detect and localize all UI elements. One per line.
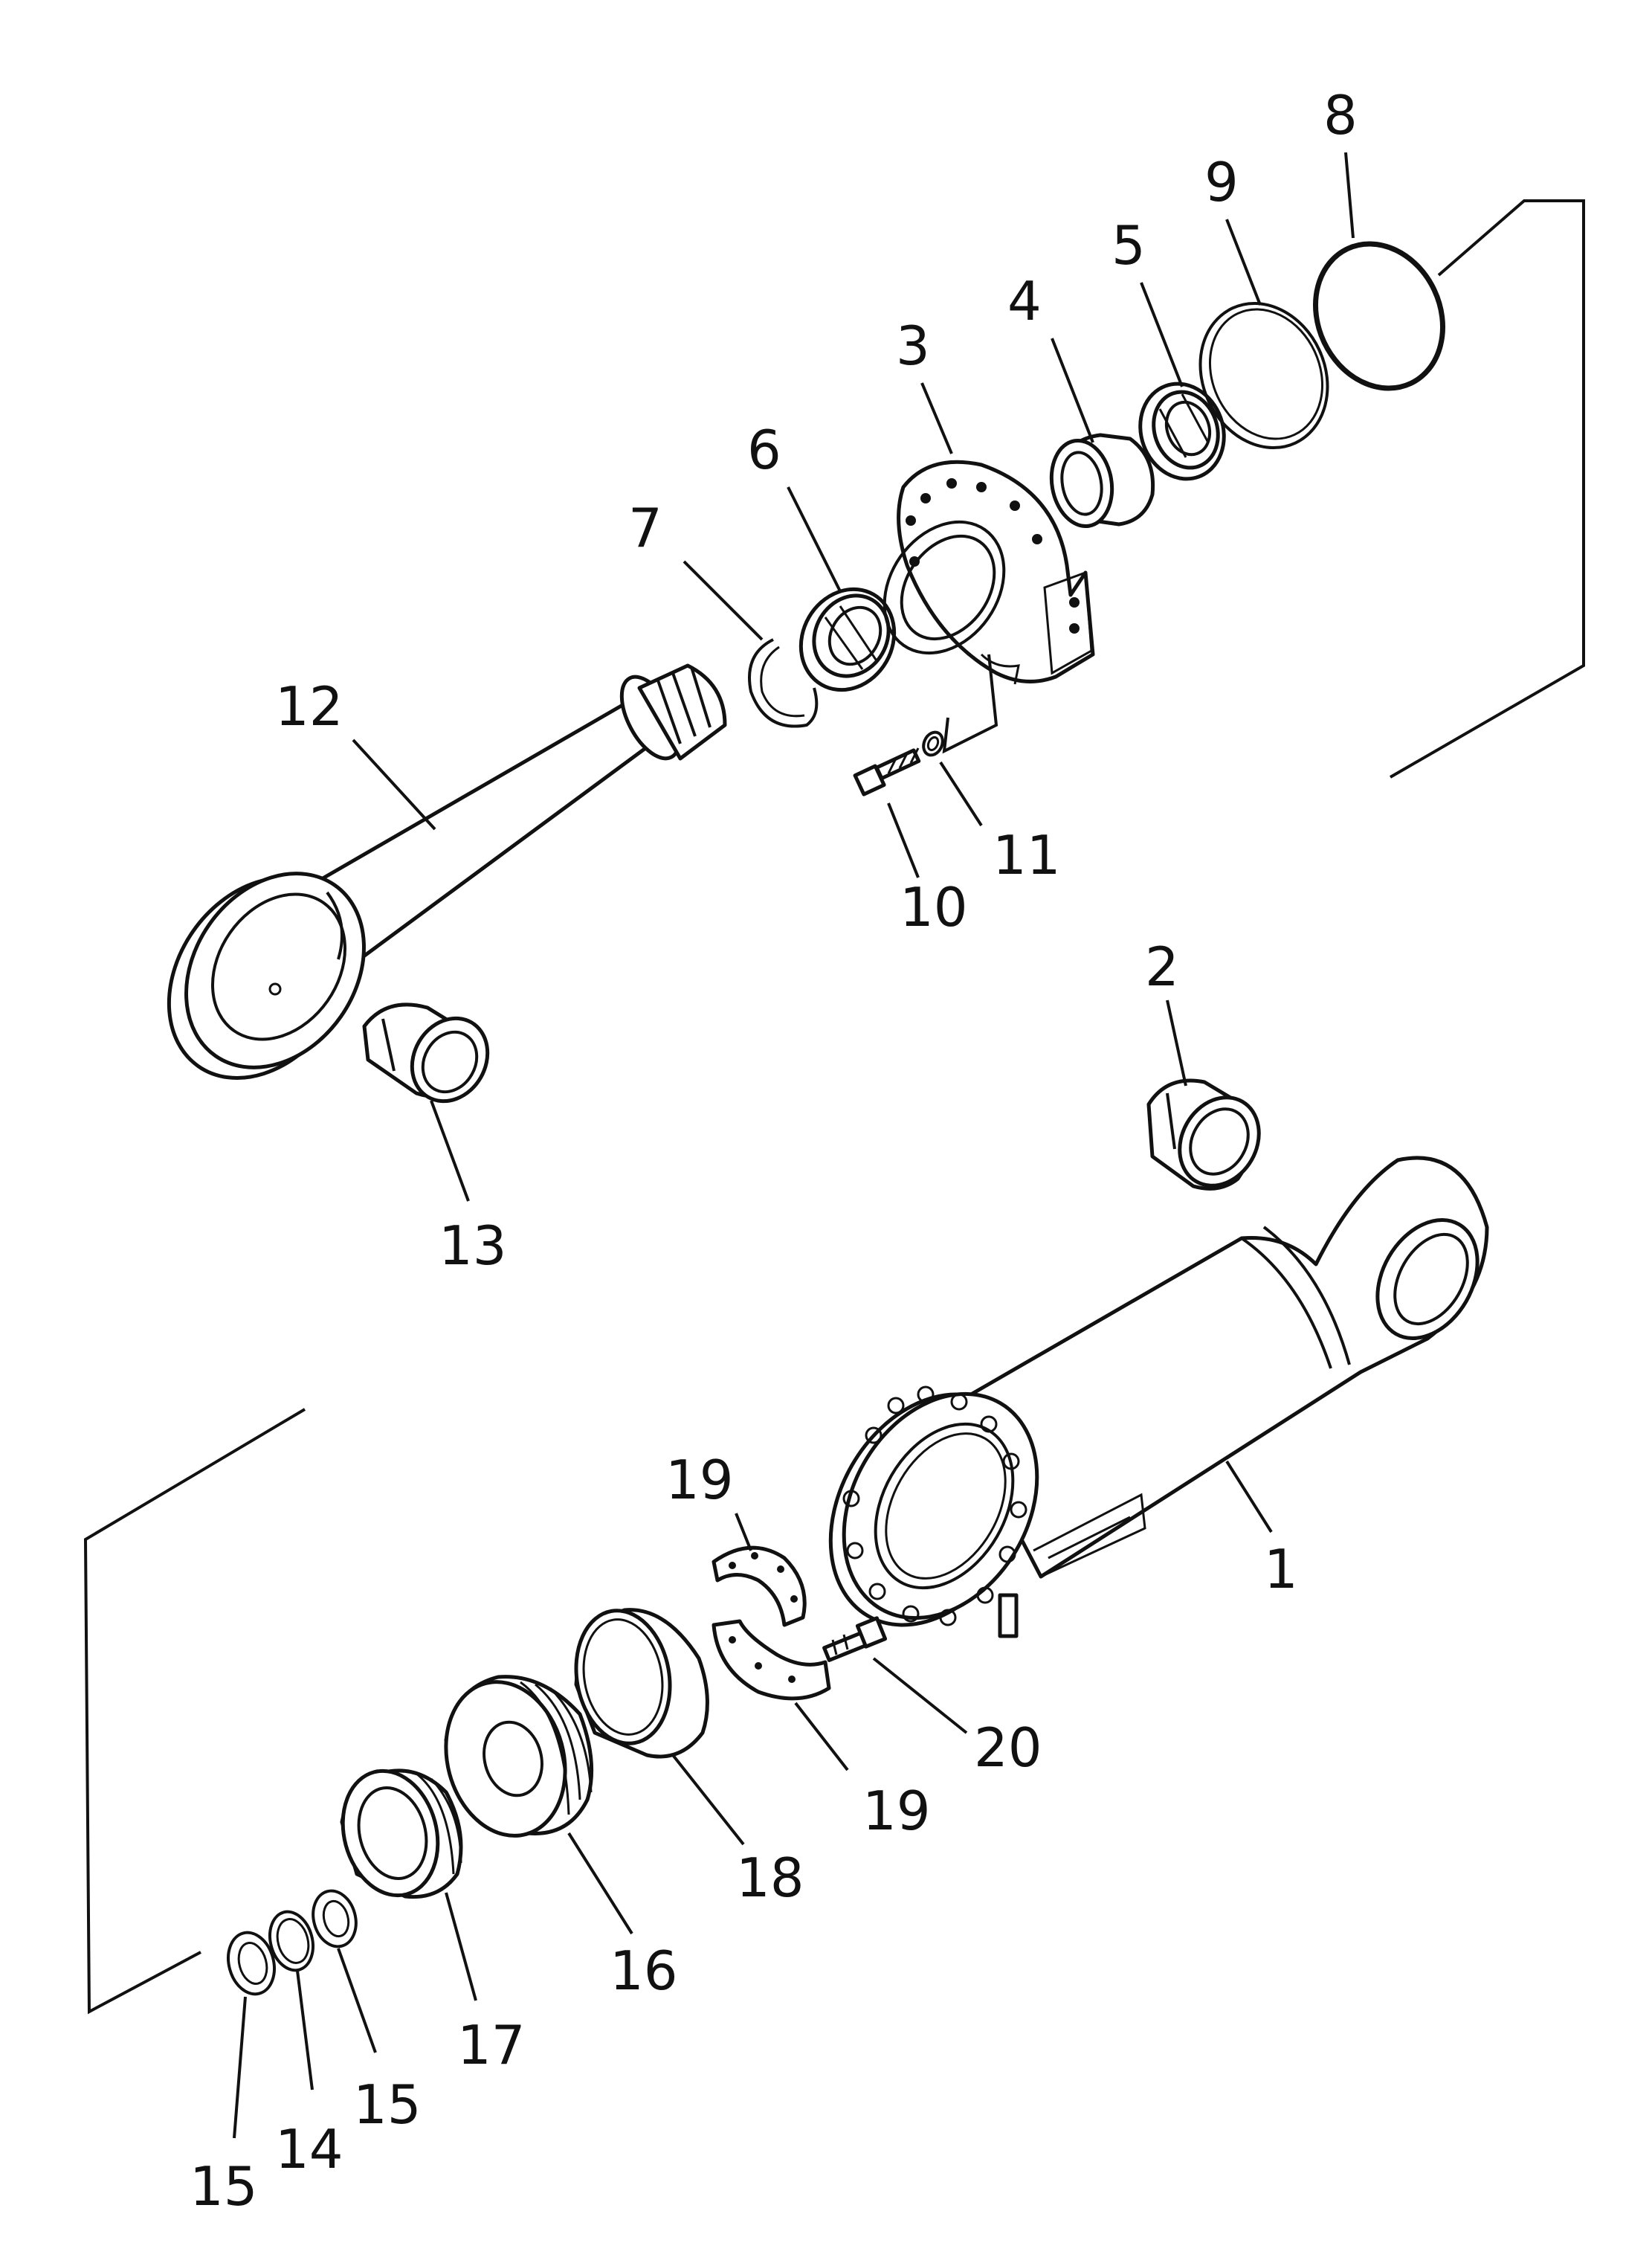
callout-8: 8: [1323, 84, 1358, 147]
piston-rod: [167, 663, 727, 1080]
snap-ring: [748, 638, 819, 728]
callout-6: 6: [747, 419, 781, 481]
washer: [922, 730, 944, 757]
callout-18: 18: [736, 1847, 804, 1909]
callout-20: 20: [974, 1716, 1042, 1779]
callout-10: 10: [900, 876, 968, 939]
callout-4: 4: [1007, 270, 1042, 332]
callout-14: 14: [275, 2118, 343, 2180]
cushion-ring: [340, 1768, 463, 1899]
wear-ring: [574, 1608, 709, 1759]
bolt-head: [853, 747, 921, 796]
seal-ring-15b: [227, 1931, 276, 1996]
callout-15-upper: 15: [353, 2073, 422, 2136]
callout-5: 5: [1111, 214, 1146, 277]
callout-2: 2: [1145, 936, 1179, 998]
piston: [444, 1675, 594, 1838]
callout-7: 7: [628, 497, 662, 559]
head-bushing: [1049, 433, 1155, 529]
seal-ring-14: [268, 1910, 314, 1972]
bearing: [1138, 382, 1226, 481]
lower-assembly-frame: [83, 1408, 306, 2015]
callout-11: 11: [993, 824, 1061, 886]
callout-15-lower: 15: [190, 2155, 258, 2218]
callout-16: 16: [610, 1940, 678, 2002]
callout-9: 9: [1204, 151, 1239, 213]
callout-17: 17: [457, 2014, 526, 2076]
callout-12: 12: [275, 675, 343, 738]
callout-1: 1: [1264, 1538, 1298, 1600]
cylinder-head: [883, 460, 1095, 754]
callout-labels: 8 9 5 4 3 6 7 12 10 11 13 2 1 19 19 20 1…: [190, 84, 1358, 2218]
callout-3: 3: [896, 315, 930, 377]
split-ring-upper: [712, 1545, 807, 1627]
cylinder-bushing: [1146, 1078, 1261, 1191]
cylinder-tube: [828, 1156, 1489, 1638]
callout-19-lower: 19: [862, 1780, 931, 1842]
o-ring: [1313, 241, 1445, 391]
backup-ring: [1198, 301, 1329, 450]
upper-assembly-frame: [1390, 199, 1585, 779]
rod-bushing: [362, 1002, 490, 1104]
split-ring-bolt: [822, 1616, 888, 1662]
callout-13: 13: [439, 1214, 507, 1277]
seal-ring-15a: [312, 1889, 358, 1948]
callout-19-upper: 19: [665, 1449, 734, 1511]
leader-lines: [233, 152, 1355, 2139]
split-ring-lower: [712, 1619, 831, 1701]
rod-seal: [798, 587, 897, 692]
